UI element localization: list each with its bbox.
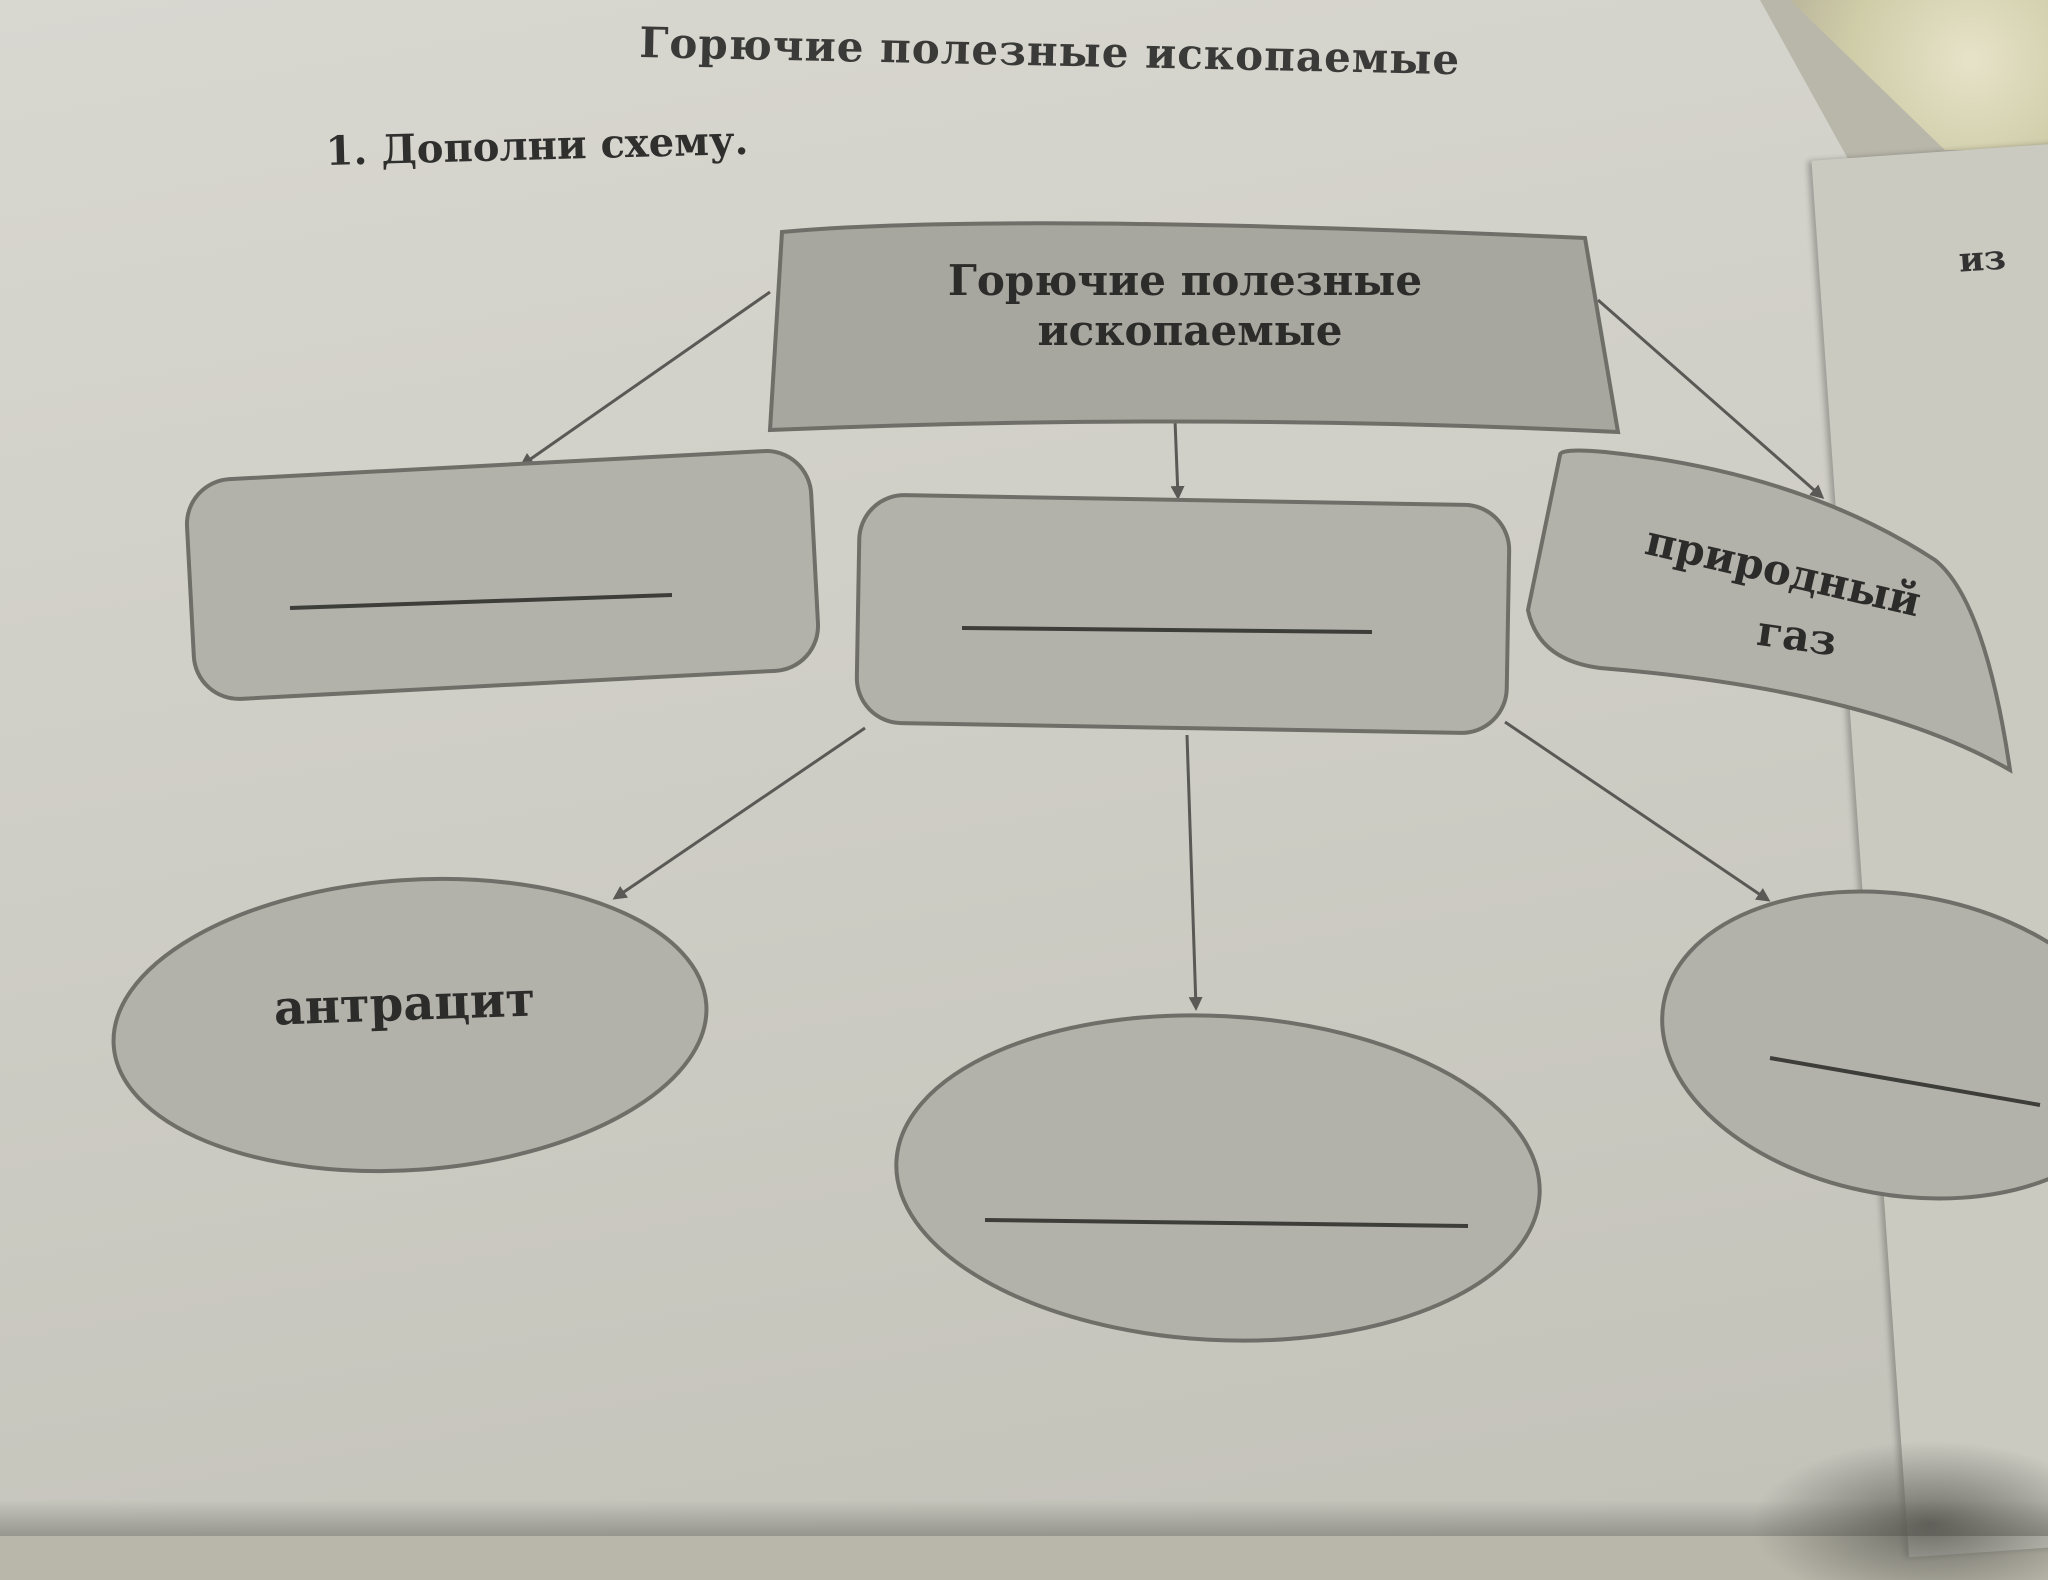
level2-right-node — [1660, 889, 2048, 1201]
arrows — [519, 290, 1825, 1011]
level2-left-oval — [111, 876, 709, 1174]
level2-center-node — [894, 1013, 1542, 1343]
level1-left-node — [184, 449, 821, 701]
level2-center-oval — [894, 1013, 1542, 1343]
arrow-root-to-left — [519, 290, 771, 467]
blank-line-level2-center — [984, 1218, 1469, 1228]
blank-line-level1-left — [289, 593, 673, 610]
arrow-center-to-right-oval — [1504, 720, 1771, 902]
page-bottom-edge — [0, 1500, 2048, 1536]
root-node: Горючие полезные ископаемые — [767, 221, 1621, 435]
level2-left-label: антрацит — [273, 971, 536, 1036]
level1-center-box — [854, 493, 1512, 735]
level2-left-node: антрацит — [111, 876, 709, 1174]
level1-left-box — [184, 449, 821, 701]
arrow-root-to-right — [1597, 298, 1825, 499]
arrow-center-to-center-oval — [1185, 734, 1203, 1011]
level1-right-box — [1525, 448, 2013, 774]
blank-line-level2-right — [1769, 1056, 2041, 1107]
arrow-root-to-center — [1170, 419, 1185, 500]
arrow-center-to-left-oval — [612, 726, 866, 900]
level1-right-label-line2: газ — [1754, 606, 1840, 666]
root-label-line1: Горючие полезные — [948, 256, 1422, 305]
root-box — [767, 221, 1621, 435]
level2-right-oval — [1660, 889, 2048, 1201]
blank-line-level1-center — [961, 626, 1373, 634]
level1-right-node: природный газ — [1525, 448, 2013, 774]
root-label-line2: ископаемые — [1037, 306, 1342, 355]
scheme-diagram: Горючие полезные ископаемые природный га… — [111, 221, 2048, 1343]
level1-center-node — [854, 493, 1512, 735]
